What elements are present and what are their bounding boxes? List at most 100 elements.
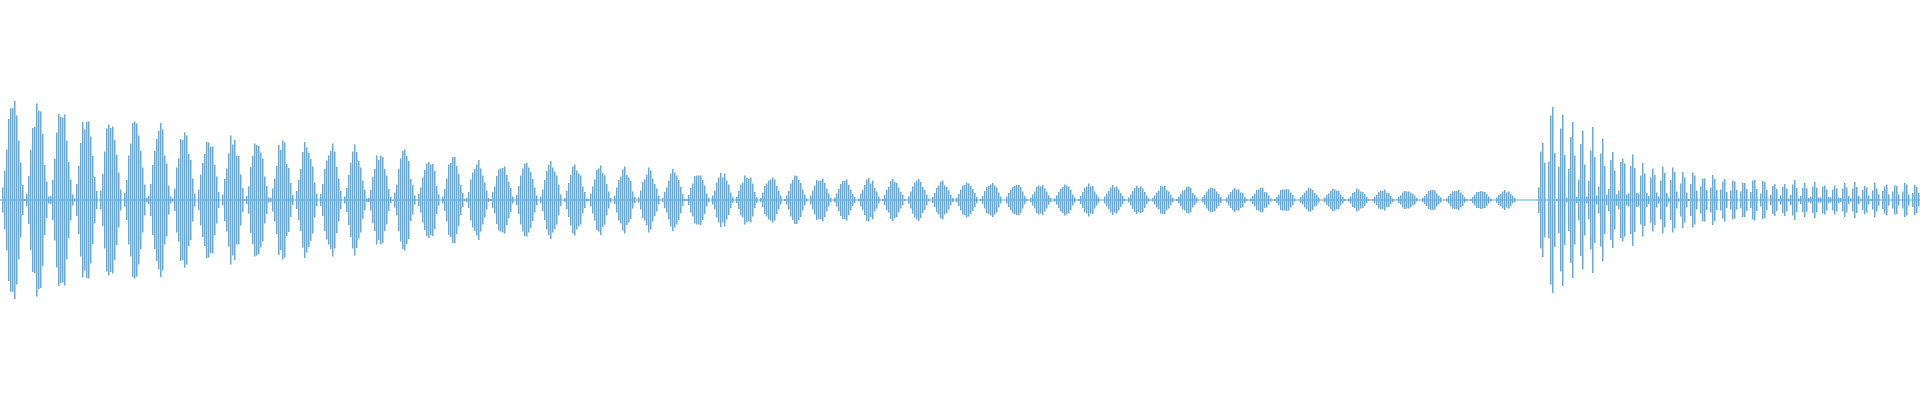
waveform-bar [816, 180, 818, 220]
waveform-bar [1852, 188, 1854, 212]
waveform-bar [1116, 186, 1118, 214]
waveform-bar [866, 179, 868, 221]
waveform-bar [456, 166, 458, 234]
waveform-bar [268, 197, 270, 203]
waveform-bar [1104, 196, 1106, 204]
waveform-bar [1790, 195, 1792, 205]
waveform-bar [1386, 192, 1388, 208]
waveform-bar [1818, 197, 1820, 203]
waveform-bar [928, 198, 930, 202]
waveform-bar [1888, 194, 1890, 206]
waveform-bar [106, 128, 108, 272]
waveform-bar [838, 189, 840, 211]
waveform-bar [728, 184, 730, 216]
waveform-bar [966, 182, 968, 218]
waveform-bar [842, 181, 844, 219]
waveform-bar [430, 164, 432, 236]
waveform-bar [1252, 196, 1254, 204]
waveform-bar [1472, 196, 1474, 204]
waveform-bar [1706, 189, 1708, 211]
waveform-bar [462, 192, 464, 208]
waveform-bar [798, 179, 800, 221]
waveform-bar [426, 163, 428, 237]
waveform-bar [1602, 138, 1604, 262]
waveform-bar [1684, 177, 1686, 223]
waveform-bar [44, 165, 46, 235]
waveform-bar [30, 150, 32, 250]
waveform-bar [910, 191, 912, 209]
waveform-bar [446, 178, 448, 222]
waveform-bar [742, 182, 744, 218]
waveform-bar [1710, 187, 1712, 213]
waveform-bar [1902, 191, 1904, 209]
waveform-bar [82, 122, 84, 278]
waveform-bar [182, 139, 184, 261]
waveform-bar [1880, 199, 1882, 201]
waveform-bar [14, 101, 16, 299]
waveform-bar [1140, 186, 1142, 214]
waveform-bar [512, 196, 514, 204]
waveform-bar [1632, 154, 1634, 246]
waveform-bar [1660, 180, 1662, 220]
waveform-bar [560, 194, 562, 206]
waveform-bar [898, 187, 900, 213]
waveform-bar [1434, 190, 1436, 210]
waveform-bar [550, 160, 552, 240]
waveform-bar [294, 199, 296, 201]
waveform-bar [158, 130, 160, 270]
waveform-bar [1500, 194, 1502, 206]
waveform-bar [738, 190, 740, 210]
waveform-bar [236, 155, 238, 245]
waveform-bar [1748, 199, 1750, 201]
waveform-bar [6, 149, 8, 251]
waveform-bar [36, 103, 38, 297]
waveform-bar [1196, 197, 1198, 203]
waveform-bar [146, 198, 148, 202]
waveform-bar [376, 155, 378, 245]
waveform-bar [1318, 197, 1320, 203]
waveform-bar [378, 159, 380, 241]
waveform-bar [1800, 196, 1802, 204]
waveform-bar [212, 146, 214, 254]
waveform-bar [1082, 192, 1084, 208]
waveform-bar [1214, 189, 1216, 212]
waveform-bar [1870, 199, 1872, 201]
waveform-bar [626, 174, 628, 226]
waveform-bar [148, 196, 150, 204]
waveform-bar [1372, 198, 1374, 202]
waveform-bar [486, 190, 488, 210]
waveform-bar [1576, 196, 1578, 204]
waveform-bar [538, 199, 540, 201]
waveform-bar [496, 176, 498, 224]
waveform-bar [1584, 164, 1586, 236]
waveform-bar [1890, 199, 1892, 201]
waveform-bar [1034, 191, 1036, 209]
waveform-bar [26, 193, 28, 207]
waveform-bar [1342, 197, 1344, 203]
waveform-bar [552, 167, 554, 233]
waveform-bar [712, 195, 714, 205]
waveform-bar [1562, 114, 1564, 286]
waveform-bar [1414, 195, 1416, 205]
waveform-bar [1380, 190, 1382, 210]
waveform-bar [1054, 198, 1056, 202]
waveform-bar [280, 150, 282, 250]
waveform-bar [1488, 196, 1490, 204]
waveform-bar [1772, 185, 1774, 215]
waveform-bar [230, 135, 232, 265]
waveform-bar [1344, 199, 1346, 201]
waveform-bar [890, 181, 892, 220]
waveform-bar [332, 143, 334, 257]
waveform-bar [950, 194, 952, 206]
waveform-bar [1338, 191, 1340, 209]
waveform-bar [1624, 163, 1626, 237]
waveform-bar [1248, 199, 1250, 201]
waveform-bar [714, 190, 716, 210]
waveform-bar [410, 178, 412, 222]
waveform-bar [1190, 188, 1192, 212]
waveform-bar [1432, 189, 1434, 210]
waveform-bar [1438, 195, 1440, 205]
waveform-bar [1166, 190, 1168, 210]
